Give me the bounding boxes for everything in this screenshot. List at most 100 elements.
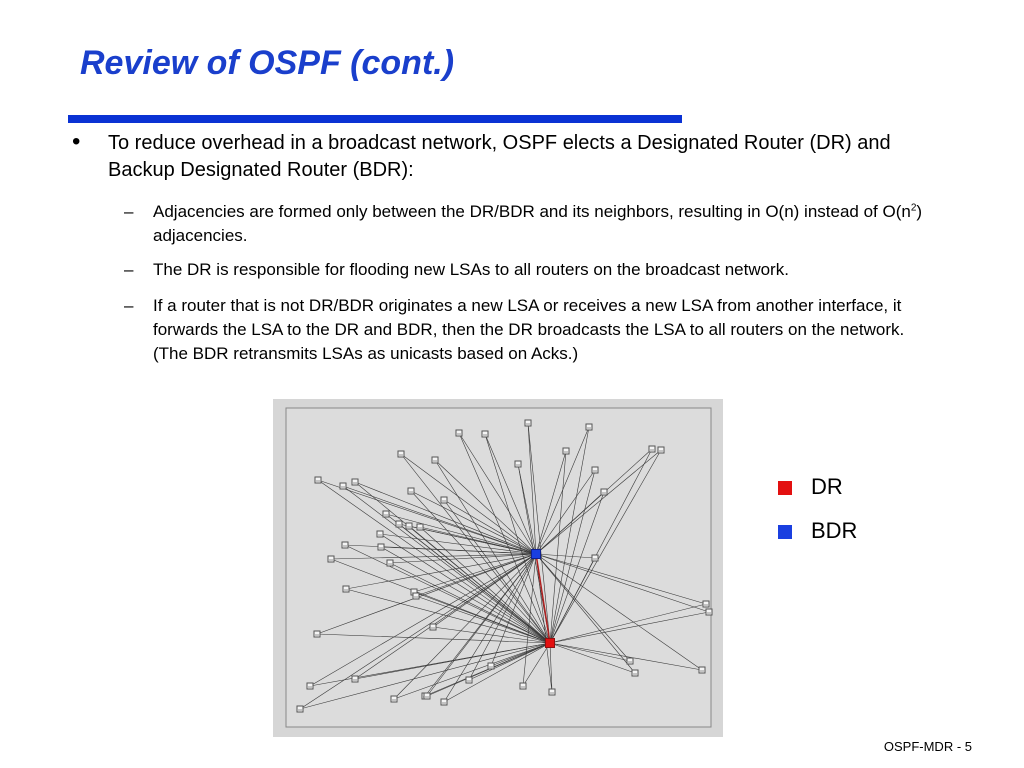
router-node	[657, 446, 665, 454]
topology-diagram	[285, 407, 713, 728]
bdr-link	[490, 553, 537, 667]
dr-link	[549, 557, 596, 644]
router-node	[626, 657, 634, 665]
router-node	[455, 429, 463, 437]
bdr-link	[484, 433, 537, 555]
router-node	[585, 423, 593, 431]
bdr-link	[535, 553, 553, 693]
router-node	[431, 456, 439, 464]
router-node	[429, 623, 437, 631]
bdr-link	[413, 553, 537, 593]
sub-bullet-adjacencies-text: Adjacencies are formed only between the …	[153, 202, 911, 221]
dr-link	[549, 642, 631, 662]
router-node	[600, 488, 608, 496]
router-node	[702, 600, 710, 608]
bdr-link	[535, 553, 707, 605]
router-node	[514, 460, 522, 468]
bdr-link	[354, 553, 537, 680]
router-node	[327, 555, 335, 563]
topology-links	[299, 422, 710, 710]
router-node	[306, 682, 314, 690]
bdr-link	[522, 553, 537, 687]
router-node	[376, 530, 384, 538]
router-node	[548, 688, 556, 696]
bdr-link	[535, 450, 567, 555]
dr-link	[434, 459, 551, 644]
dr-link	[419, 526, 551, 644]
router-node	[339, 482, 347, 490]
bdr-link	[443, 553, 537, 703]
router-node	[631, 669, 639, 677]
bdr-link	[345, 553, 537, 590]
router-node	[314, 476, 322, 484]
bdr-link	[434, 459, 537, 555]
router-node	[481, 430, 489, 438]
dr-link	[549, 642, 636, 674]
dr-bdr-link	[535, 553, 551, 644]
dr-link	[413, 591, 551, 644]
bdr-node	[531, 549, 541, 559]
router-node	[465, 676, 473, 684]
dr-link	[549, 642, 553, 693]
router-node	[591, 466, 599, 474]
bullet-marker: •	[72, 128, 81, 155]
bdr-link	[410, 490, 537, 555]
sub-bullet-marker: –	[124, 202, 134, 221]
router-node	[351, 675, 359, 683]
router-node	[648, 445, 656, 453]
bdr-link	[535, 491, 605, 555]
bdr-link	[535, 553, 636, 674]
bdr-link	[299, 553, 537, 710]
sub-bullet-adjacencies: Adjacencies are formed only between the …	[153, 200, 943, 248]
router-node	[342, 585, 350, 593]
dr-link	[309, 642, 551, 687]
bdr-link	[468, 553, 537, 681]
dr-link	[344, 544, 551, 644]
main-bullet-text: To reduce overhead in a broadcast networ…	[108, 132, 891, 181]
bdr-link	[458, 432, 537, 555]
router-node	[397, 450, 405, 458]
router-node	[440, 496, 448, 504]
bdr-link	[535, 553, 710, 613]
bdr-link	[330, 553, 537, 560]
bdr-link	[535, 449, 662, 555]
router-node	[412, 592, 420, 600]
bdr-link	[426, 553, 537, 697]
bdr-link	[309, 553, 537, 687]
router-node	[377, 543, 385, 551]
dr-link	[379, 533, 551, 644]
bdr-link	[535, 469, 596, 555]
dr-node	[545, 638, 555, 648]
bdr-link	[342, 485, 537, 555]
dr-link	[522, 642, 551, 687]
bdr-swatch-icon	[778, 525, 792, 539]
router-node	[591, 554, 599, 562]
router-node	[382, 510, 390, 518]
router-node	[351, 478, 359, 486]
dr-link	[549, 450, 567, 644]
router-node	[296, 705, 304, 713]
router-node	[386, 559, 394, 567]
dr-link	[410, 490, 551, 644]
bdr-link	[379, 533, 537, 555]
router-node	[698, 666, 706, 674]
sub-bullet-adjacencies-tail: ) adjacencies.	[153, 202, 923, 245]
dr-link	[316, 633, 551, 644]
bdr-link	[385, 513, 537, 555]
router-node	[341, 541, 349, 549]
bdr-link	[443, 499, 537, 555]
dr-link	[408, 525, 551, 644]
dr-link	[398, 523, 551, 644]
router-node	[562, 447, 570, 455]
bdr-link	[316, 553, 537, 635]
dr-link	[468, 642, 551, 681]
router-node	[407, 487, 415, 495]
sub-bullet-flooding: The DR is responsible for flooding new L…	[153, 260, 789, 279]
dr-link	[527, 422, 551, 644]
dr-link	[549, 611, 710, 644]
dr-link	[432, 626, 551, 644]
sub-bullet-marker: –	[124, 296, 134, 315]
router-node	[440, 698, 448, 706]
network-topology-figure	[273, 399, 723, 737]
router-node	[524, 419, 532, 427]
